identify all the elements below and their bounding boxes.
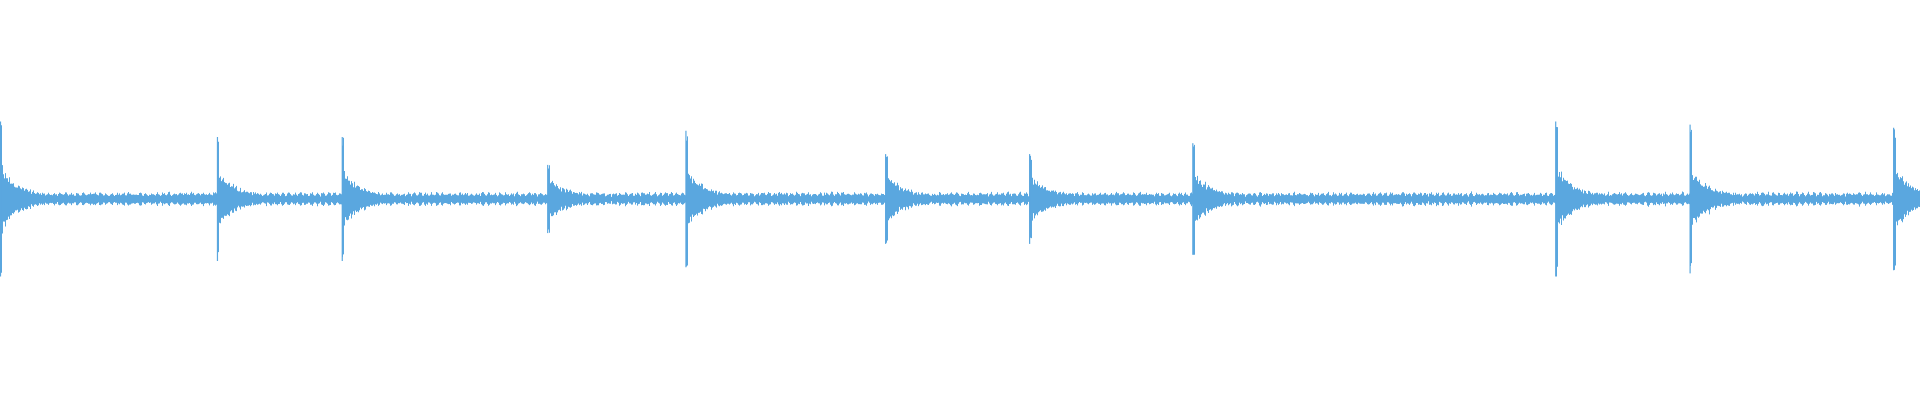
waveform-trace xyxy=(0,125,1920,277)
waveform-group xyxy=(0,121,1920,277)
